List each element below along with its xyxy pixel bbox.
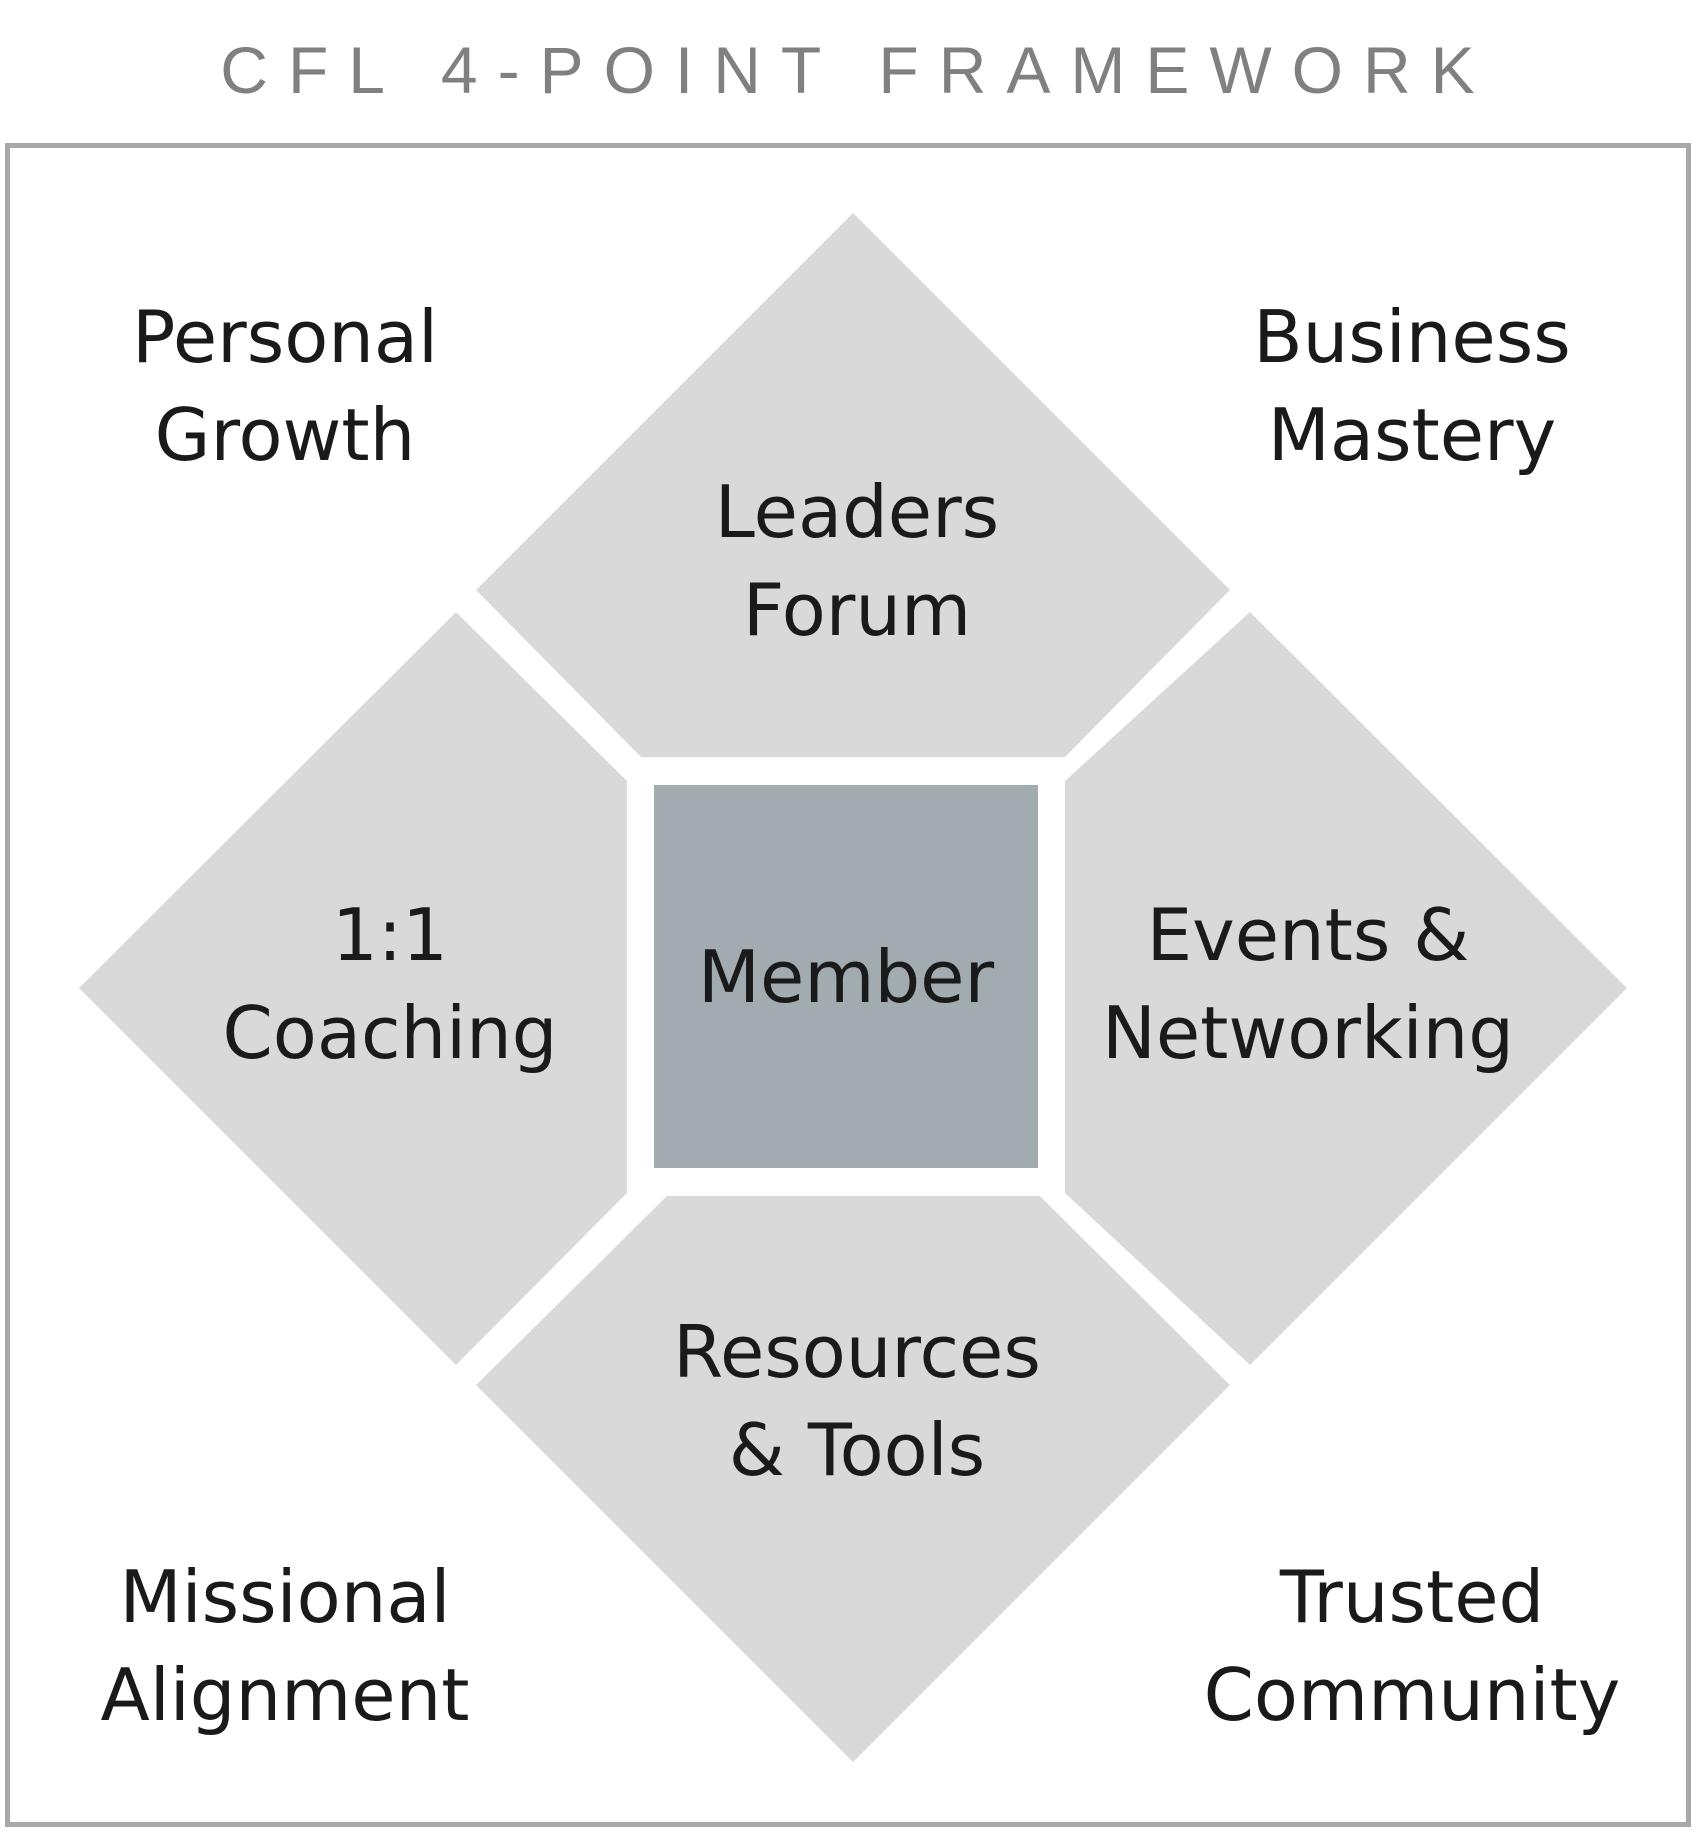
diagram-frame [5, 143, 1691, 1827]
segment-resources-tools-line1: Resources [673, 1310, 1041, 1394]
center-member-label: Member [698, 928, 994, 1026]
segment-bottom-shape [476, 1196, 1230, 1762]
corner-business-mastery-line2: Mastery [1267, 393, 1557, 477]
corner-missional-alignment-line2: Alignment [100, 1653, 470, 1737]
segment-events-networking-line2: Networking [1102, 991, 1514, 1075]
corner-trusted-community-line1: Trusted [1279, 1555, 1545, 1639]
segment-events-networking: Events & Networking [1102, 886, 1514, 1082]
corner-personal-growth: Personal Growth [132, 288, 438, 484]
segment-coaching: 1:1 Coaching [222, 886, 557, 1082]
segment-leaders-forum-line2: Forum [742, 568, 972, 652]
diagram-title: CFL 4-POINT FRAMEWORK [220, 33, 1495, 107]
corner-personal-growth-line1: Personal [131, 295, 439, 379]
member-square [654, 785, 1038, 1168]
segment-top-shape [476, 213, 1230, 757]
segment-leaders-forum-line1: Leaders [714, 470, 1000, 554]
corner-missional-alignment: Missional Alignment [101, 1548, 470, 1744]
corner-personal-growth-line2: Growth [154, 393, 416, 477]
segment-coaching-line2: Coaching [222, 991, 558, 1075]
corner-missional-alignment-line1: Missional [119, 1555, 451, 1639]
corner-trusted-community-line2: Community [1203, 1653, 1621, 1737]
segment-events-networking-line1: Events & [1146, 893, 1470, 977]
segment-left-shape [79, 612, 627, 1365]
segment-coaching-line1: 1:1 [332, 893, 448, 977]
corner-business-mastery-line1: Business [1253, 295, 1571, 379]
corner-trusted-community: Trusted Community [1204, 1548, 1621, 1744]
segment-resources-tools-line2: & Tools [728, 1408, 986, 1492]
segment-right-shape [1065, 612, 1627, 1365]
corner-business-mastery: Business Mastery [1253, 288, 1571, 484]
segment-resources-tools: Resources & Tools [673, 1303, 1041, 1499]
segment-leaders-forum: Leaders Forum [715, 463, 999, 659]
center-member-text: Member [697, 935, 995, 1019]
